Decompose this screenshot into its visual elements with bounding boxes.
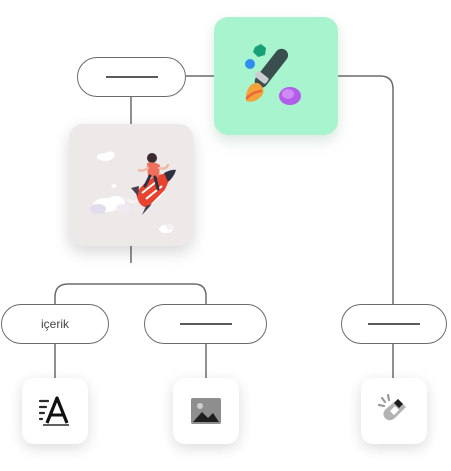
- placeholder-dash: [179, 323, 232, 325]
- middle-node[interactable]: [144, 304, 267, 344]
- text-leaf-card[interactable]: [22, 378, 88, 444]
- rocket-rider-illustration: [76, 130, 186, 240]
- content-node[interactable]: içerik: [1, 304, 109, 344]
- paint-brush-icon: [241, 41, 311, 111]
- image-icon: [190, 397, 222, 425]
- top-left-node[interactable]: [77, 57, 186, 97]
- text-format-icon: [38, 394, 72, 428]
- content-illustration-card[interactable]: [69, 124, 193, 246]
- right-node[interactable]: [341, 304, 447, 344]
- content-node-label: içerik: [40, 317, 69, 331]
- placeholder-dash: [105, 76, 158, 78]
- placeholder-dash: [368, 323, 420, 325]
- root-brush-card[interactable]: [214, 17, 338, 135]
- magnet-icon: [377, 394, 411, 428]
- magnet-leaf-card[interactable]: [361, 378, 427, 444]
- image-leaf-card[interactable]: [173, 378, 239, 444]
